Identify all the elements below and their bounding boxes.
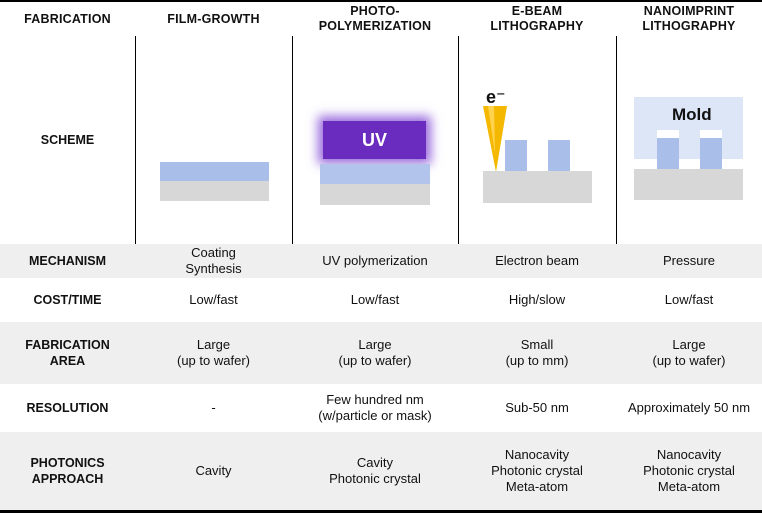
- imprinted-pillar: [657, 138, 679, 169]
- uv-light-source: UV: [323, 121, 426, 159]
- row-photonics-approach: [0, 432, 762, 510]
- row-label-scheme: SCHEME: [40, 133, 95, 147]
- cell-photonics-film-growth: Cavity: [195, 463, 232, 478]
- table-bottom-rule: [0, 510, 762, 513]
- cell-cost-nanoimprint: Low/fast: [664, 292, 714, 307]
- cell-photonics-nanoimprint: Nanocavity Photonic crystal Meta-atom: [643, 447, 735, 494]
- row-label-cost-time: COST/TIME: [33, 293, 102, 307]
- table-top-rule: [0, 0, 762, 2]
- substrate-layer: [483, 171, 592, 203]
- substrate-layer: [160, 181, 269, 201]
- resist-pillar: [505, 140, 527, 171]
- cell-cost-film-growth: Low/fast: [189, 292, 238, 307]
- header-photo-polymerization: PHOTO- POLYMERIZATION: [318, 4, 432, 33]
- column-divider: [292, 36, 293, 244]
- cell-photonics-e-beam: Nanocavity Photonic crystal Meta-atom: [491, 447, 583, 494]
- mold-label: Mold: [672, 105, 712, 124]
- cell-area-film-growth: Large (up to wafer): [177, 337, 250, 368]
- cell-area-e-beam: Small (up to mm): [505, 337, 569, 368]
- cell-resolution-nanoimprint: Approximately 50 nm: [627, 400, 751, 415]
- electron-beam-icon: [483, 106, 507, 172]
- row-mechanism: [0, 244, 762, 278]
- cell-resolution-film-growth: -: [211, 400, 216, 415]
- mold-cavity: [657, 130, 679, 138]
- cell-area-nanoimprint: Large (up to wafer): [652, 337, 726, 368]
- cell-mechanism-photo-polymerization: UV polymerization: [322, 253, 428, 268]
- column-divider: [616, 36, 617, 244]
- cell-resolution-photo-polymerization: Few hundred nm (w/particle or mask): [318, 392, 432, 423]
- electron-label: e⁻: [486, 87, 506, 107]
- column-divider: [458, 36, 459, 244]
- row-label-photonics-approach: PHOTONICS APPROACH: [30, 456, 105, 486]
- polymer-layer: [320, 164, 430, 184]
- cell-photonics-photo-polymerization: Cavity Photonic crystal: [329, 455, 421, 486]
- column-divider: [135, 36, 136, 244]
- substrate-layer: [320, 184, 430, 205]
- cell-area-photo-polymerization: Large (up to wafer): [338, 337, 412, 368]
- mold-cavity: [700, 130, 722, 138]
- cell-resolution-e-beam: Sub-50 nm: [505, 400, 569, 415]
- row-label-fabrication-area: FABRICATION AREA: [25, 338, 110, 368]
- cell-mechanism-nanoimprint: Pressure: [662, 253, 716, 268]
- resist-pillar: [548, 140, 570, 171]
- header-nanoimprint-lithography: NANOIMPRINT LITHOGRAPHY: [642, 4, 736, 33]
- imprinted-pillar: [700, 138, 722, 169]
- cell-mechanism-film-growth: Coating Synthesis: [185, 245, 242, 276]
- cell-mechanism-e-beam: Electron beam: [495, 253, 579, 268]
- uv-label: UV: [361, 129, 387, 150]
- row-label-mechanism: MECHANISM: [28, 254, 107, 268]
- film-layer: [160, 162, 269, 181]
- substrate-layer: [634, 169, 743, 200]
- header-fabrication: FABRICATION: [24, 11, 111, 26]
- header-film-growth: FILM-GROWTH: [167, 11, 260, 26]
- header-e-beam-lithography: E-BEAM LITHOGRAPHY: [490, 4, 584, 33]
- cell-cost-e-beam: High/slow: [508, 292, 566, 307]
- row-fabrication-area: [0, 322, 762, 384]
- row-label-resolution: RESOLUTION: [26, 401, 109, 415]
- mold-block: [634, 97, 743, 159]
- cell-cost-photo-polymerization: Low/fast: [350, 292, 400, 307]
